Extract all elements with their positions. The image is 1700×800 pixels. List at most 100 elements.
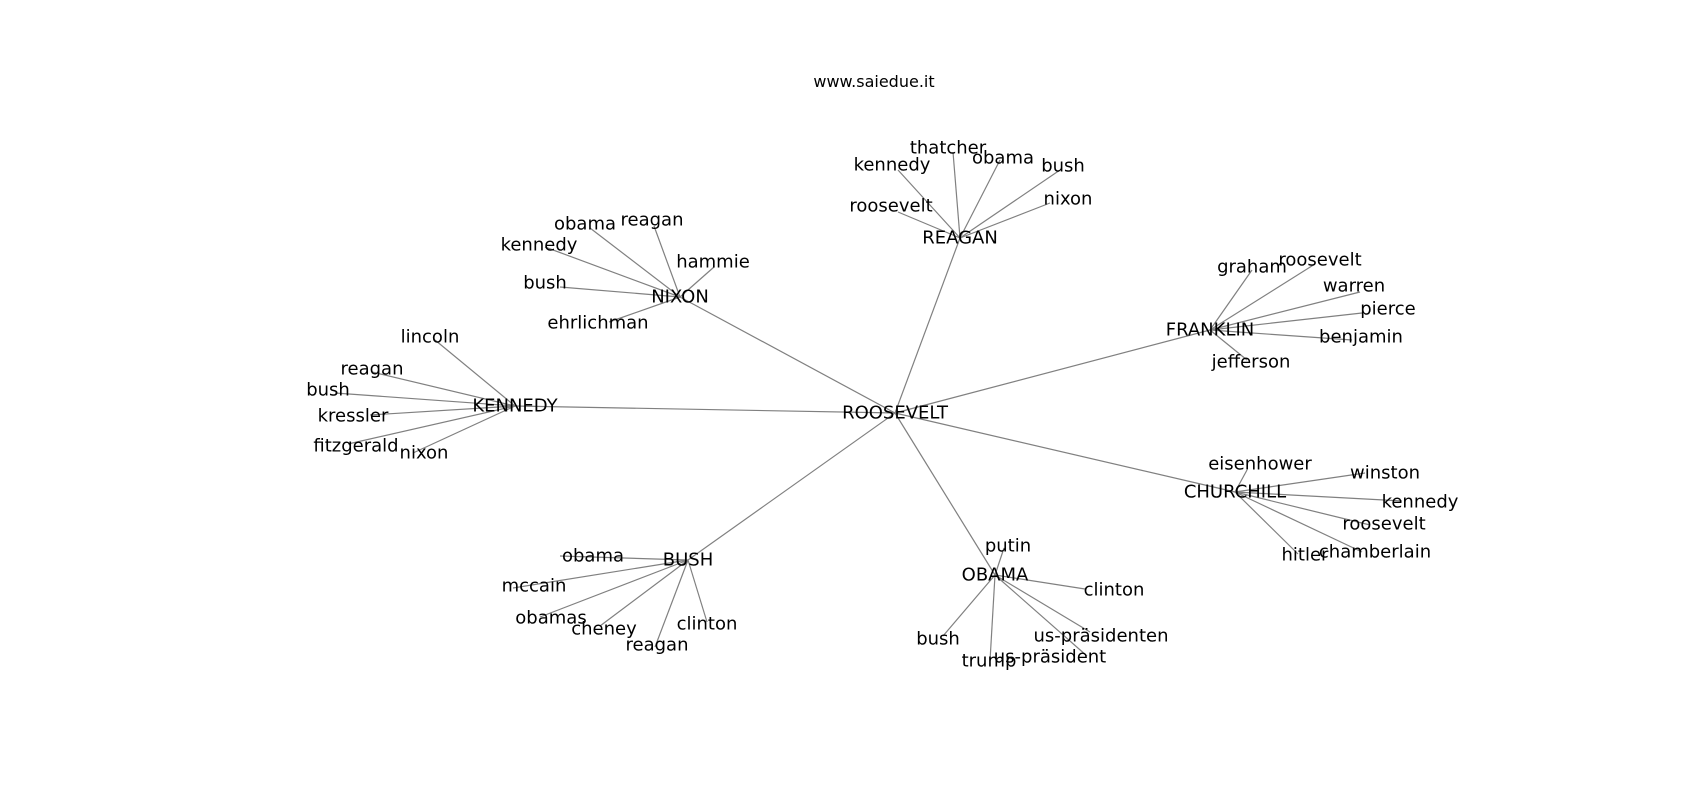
leaf-node-label: roosevelt <box>1342 514 1425 535</box>
edge-obama-to-us-präsidenten <box>994 574 1091 633</box>
hub-node-label: REAGAN <box>922 228 998 249</box>
edge-reagan-to-kennedy <box>897 169 961 239</box>
hub-node-label: OBAMA <box>962 565 1029 586</box>
leaf-node-label: ehrlichman <box>547 313 648 334</box>
edge-churchill-to-roosevelt <box>1234 491 1371 526</box>
edge-churchill-to-eisenhower <box>1234 469 1248 493</box>
leaf-node-label: reagan <box>621 210 684 231</box>
leaf-node-label: thatcher <box>910 138 987 159</box>
edge-franklin-to-jefferson <box>1209 329 1248 361</box>
leaf-node-label: trump <box>962 651 1017 672</box>
edge-center-to-obama <box>894 412 996 576</box>
hub-node-label: NIXON <box>651 287 709 308</box>
leaf-node-label: pierce <box>1360 299 1415 320</box>
leaf-node-label: obamas <box>515 608 586 629</box>
edge-center-to-nixon <box>679 296 896 414</box>
leaf-node-label: bush <box>916 629 960 650</box>
edge-kennedy-to-nixon <box>412 405 516 454</box>
edge-franklin-to-graham <box>1209 269 1253 331</box>
edge-nixon-to-kennedy <box>544 246 681 298</box>
edge-center-to-churchill <box>894 412 1236 493</box>
edge-churchill-to-hitler <box>1234 491 1299 555</box>
edge-bush-to-obamas <box>539 559 689 618</box>
edge-center-to-franklin <box>894 329 1211 414</box>
edge-bush-to-cheney <box>599 559 689 627</box>
leaf-node-label: cheney <box>571 619 637 640</box>
leaf-node-label: bush <box>1041 156 1085 177</box>
leaf-node-label: nixon <box>1044 189 1093 210</box>
edge-franklin-to-pierce <box>1209 312 1363 331</box>
edge-nixon-to-obama <box>589 227 681 298</box>
edge-kennedy-to-reagan <box>371 371 516 407</box>
leaf-node-label: reagan <box>626 635 689 656</box>
edge-obama-to-bush <box>942 574 996 637</box>
leaf-node-label: nixon <box>400 443 449 464</box>
diagram-title: www.saiedue.it <box>813 72 935 91</box>
leaf-node-label: obama <box>554 214 616 235</box>
edge-franklin-to-warren <box>1209 291 1361 331</box>
edge-obama-to-us-präsident <box>994 574 1088 657</box>
leaf-node-label: roosevelt <box>849 196 932 217</box>
edge-reagan-to-nixon <box>959 202 1051 239</box>
leaf-node-label: eisenhower <box>1208 454 1312 475</box>
edge-bush-to-clinton <box>687 559 708 623</box>
leaf-node-label: hitler <box>1282 545 1330 566</box>
leaf-node-label: kennedy <box>1382 492 1459 513</box>
leaf-node-label: mccain <box>502 576 567 597</box>
leaf-node-label: fitzgerald <box>313 436 398 457</box>
edges-layer <box>334 151 1403 662</box>
edge-churchill-to-winston <box>1234 472 1366 493</box>
edge-churchill-to-kennedy <box>1234 491 1403 502</box>
edge-nixon-to-hammie <box>679 266 715 298</box>
hub-node-label: FRANKLIN <box>1166 320 1255 341</box>
edge-nixon-to-bush <box>559 286 681 298</box>
leaf-node-label: bush <box>523 273 567 294</box>
leaf-node-label: jefferson <box>1211 352 1291 373</box>
leaf-node-label: benjamin <box>1319 327 1403 348</box>
edge-bush-to-obama <box>559 555 689 561</box>
leaf-node-label: winston <box>1350 463 1420 484</box>
edge-churchill-to-chamberlain <box>1234 491 1363 553</box>
leaf-node-label: roosevelt <box>1278 250 1361 271</box>
leaf-node-label: reagan <box>341 359 404 380</box>
edge-kennedy-to-fitzgerald <box>347 405 516 445</box>
leaf-node-label: obama <box>562 546 624 567</box>
leaf-node-label: obama <box>972 148 1034 169</box>
leaf-node-label: us-präsident <box>994 647 1106 668</box>
edge-kennedy-to-bush <box>334 392 516 407</box>
edge-bush-to-reagan <box>654 559 689 648</box>
leaf-node-label: hammie <box>676 252 750 273</box>
edge-obama-to-clinton <box>994 574 1086 590</box>
leaf-node-label: clinton <box>677 614 738 635</box>
leaf-node-label: bush <box>306 380 350 401</box>
edge-franklin-to-benjamin <box>1209 329 1353 341</box>
leaf-node-label: lincoln <box>401 327 460 348</box>
edge-obama-to-trump <box>989 574 996 662</box>
leaf-node-label: clinton <box>1084 580 1145 601</box>
leaf-node-label: us-präsidenten <box>1034 626 1169 647</box>
hub-node-label: KENNEDY <box>472 396 558 417</box>
leaf-node-label: kennedy <box>854 155 931 176</box>
edge-center-to-bush <box>687 412 896 561</box>
leaf-node-label: kennedy <box>501 235 578 256</box>
edge-nixon-to-reagan <box>653 225 681 298</box>
edge-nixon-to-ehrlichman <box>608 296 681 323</box>
edge-reagan-to-thatcher <box>952 151 961 239</box>
edge-kennedy-to-lincoln <box>434 339 516 407</box>
edge-bush-to-mccain <box>512 559 689 589</box>
edge-kennedy-to-kressler <box>369 405 516 416</box>
leaf-node-label: putin <box>985 536 1031 557</box>
leaf-node-label: kressler <box>318 406 389 427</box>
edge-center-to-kennedy <box>514 405 896 414</box>
edge-franklin-to-roosevelt <box>1209 263 1316 331</box>
edge-center-to-reagan <box>894 237 961 414</box>
center-node-label: ROOSEVELT <box>842 403 949 424</box>
leaf-node-label: graham <box>1217 257 1287 278</box>
leaf-node-label: chamberlain <box>1319 542 1431 563</box>
hub-node-label: BUSH <box>663 550 713 571</box>
hub-node-label: CHURCHILL <box>1184 482 1286 503</box>
edge-obama-to-putin <box>994 547 1005 576</box>
edge-reagan-to-obama <box>959 159 1001 239</box>
